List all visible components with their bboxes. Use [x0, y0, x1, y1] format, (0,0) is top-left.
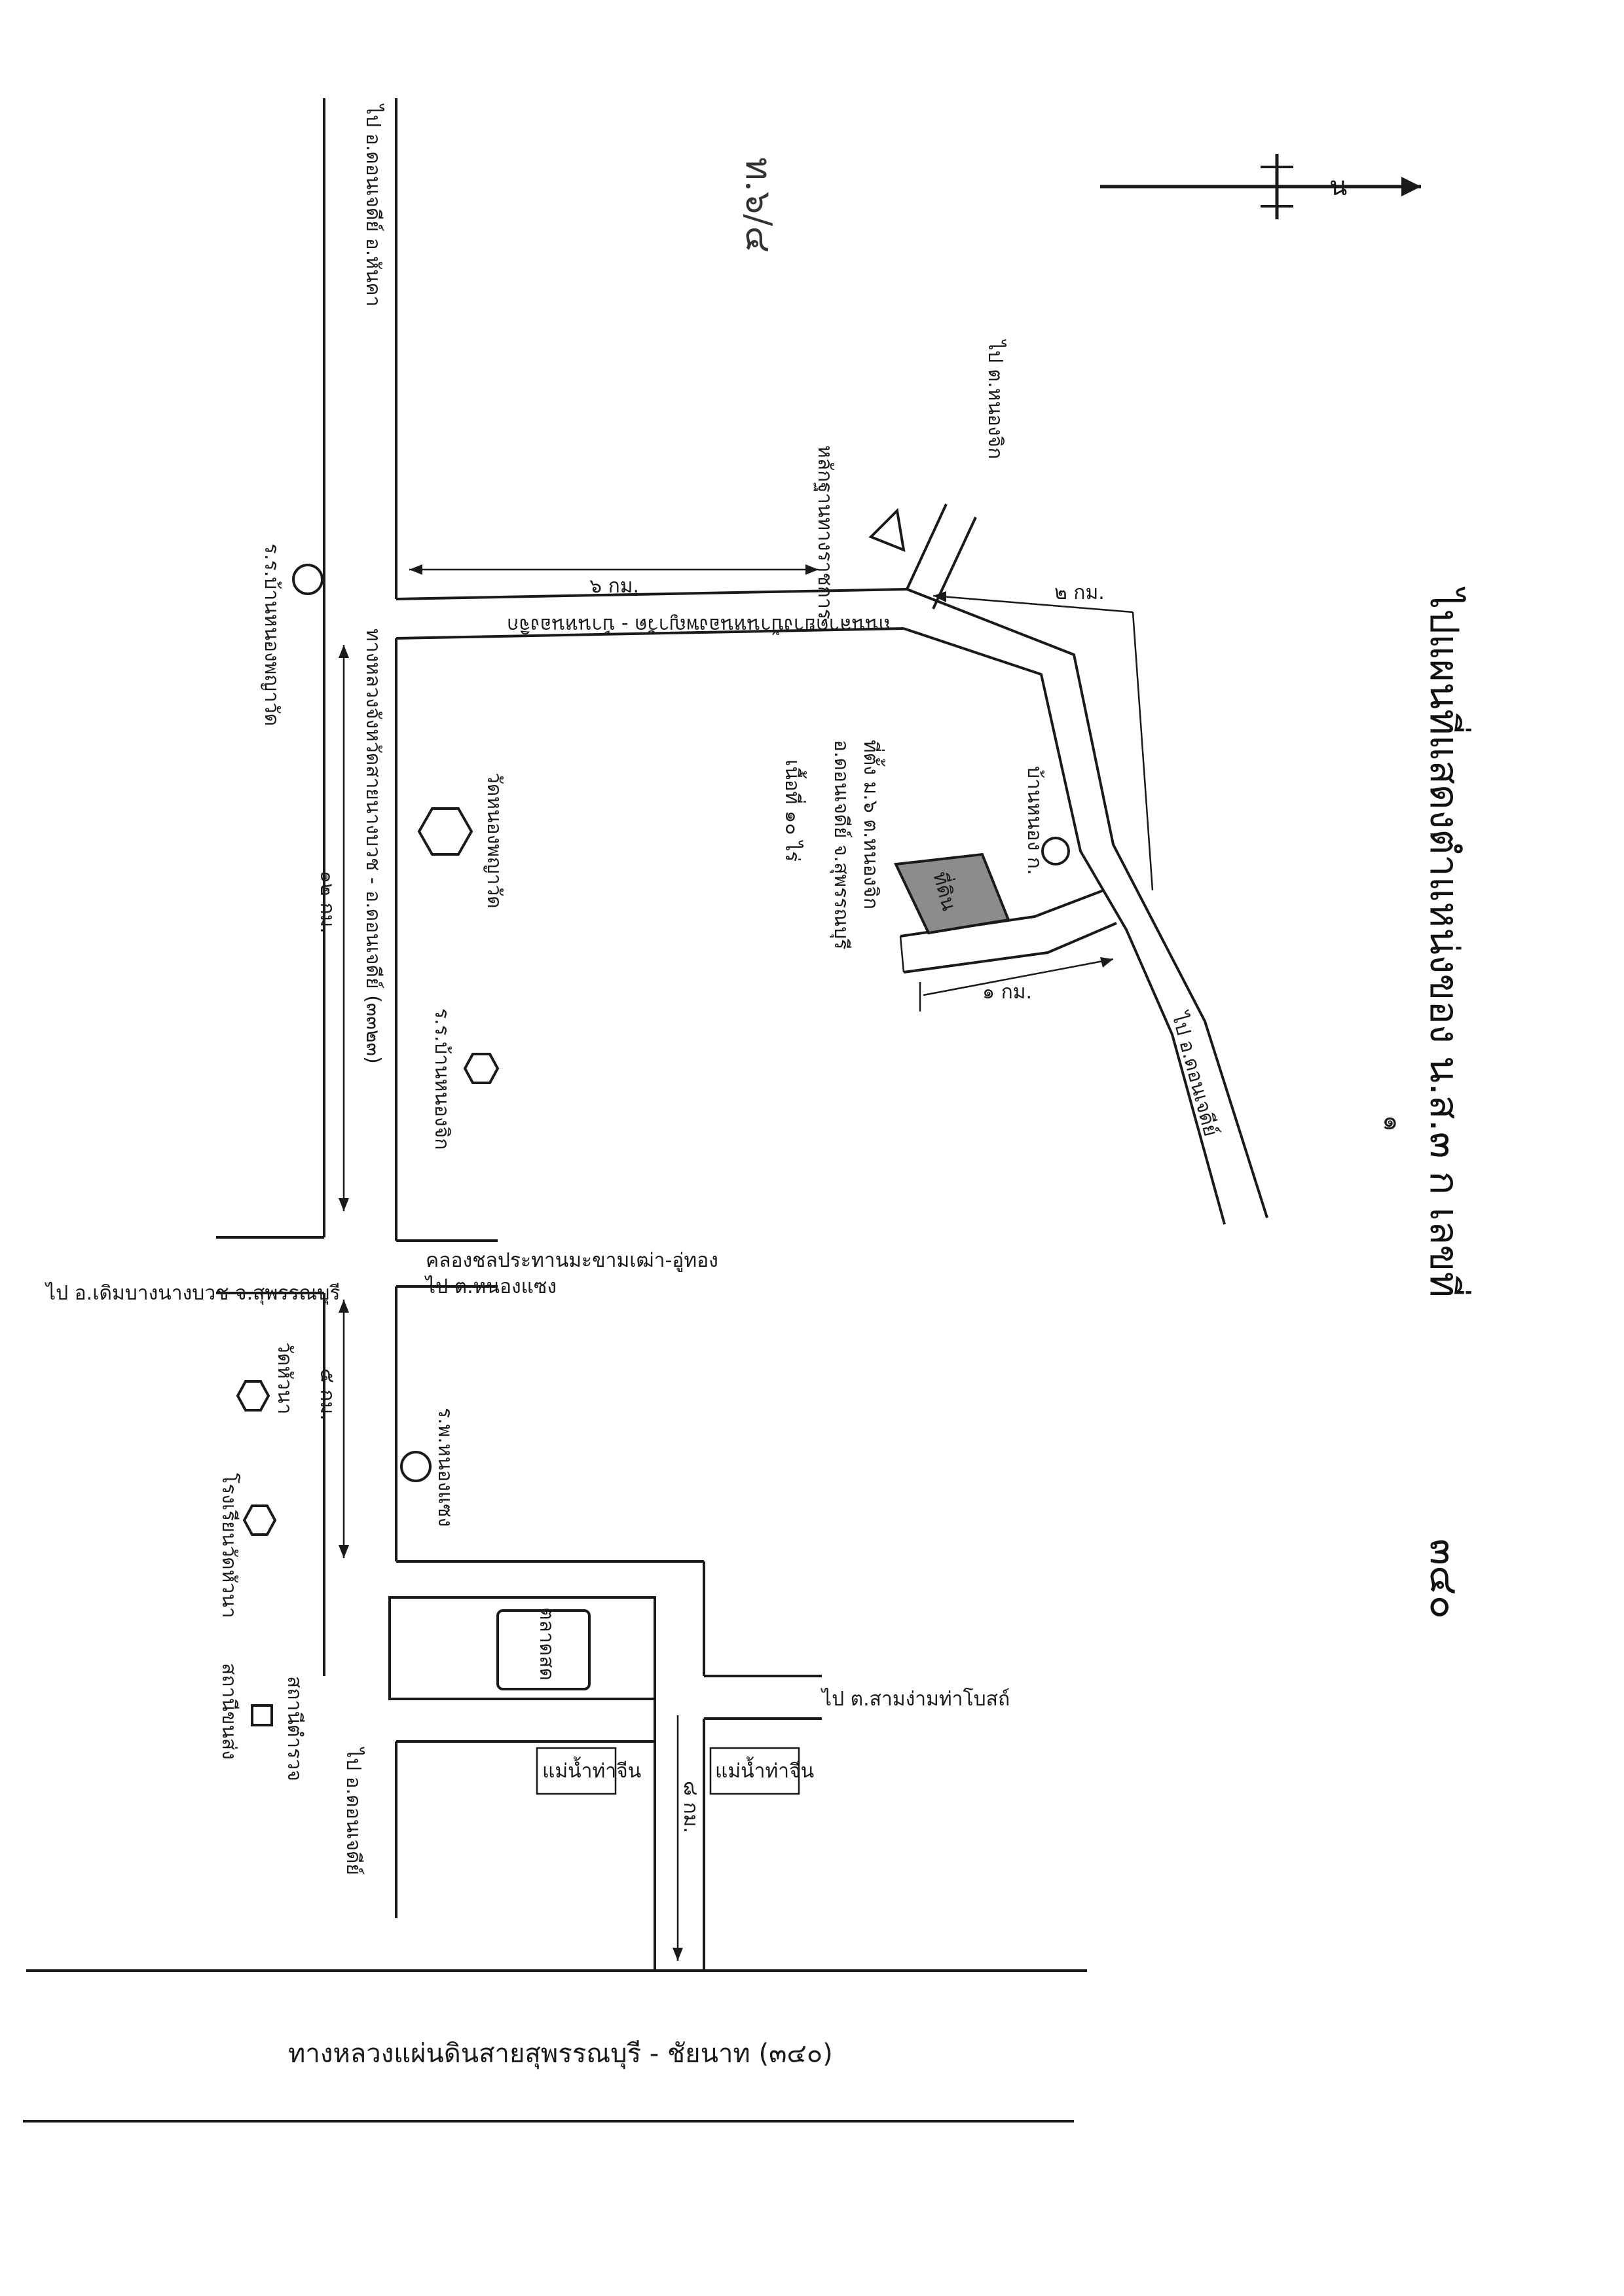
- to-top-right-label: ไป ต.หนองจิก: [984, 339, 1007, 459]
- market-box-icon: [496, 1609, 591, 1690]
- market-box-label: ตลาดสด: [535, 1607, 558, 1681]
- upper-branch-label: ถนนลาดยางบ้านหนองพญาวัด - บ้านหนองจิก: [507, 613, 891, 636]
- police-icon: [251, 1704, 273, 1726]
- police-label: สถานีตำรวจ: [283, 1676, 306, 1781]
- to-nongsaeng-label: ไป ต.หนองแซง: [424, 1275, 557, 1298]
- distance-arrows: [339, 564, 1154, 1961]
- parcel-info-3: เนื้อที่ ๑๐ ไร่: [781, 759, 807, 862]
- triangle-mark-icon: [868, 507, 906, 553]
- north-symbol: น: [1329, 172, 1347, 202]
- north-arrow-icon: [1100, 154, 1421, 219]
- handwritten-note: ท.๖/๔: [738, 157, 779, 253]
- canal-label: คลองชลประทานมะขามเฒ่า-อู่ทอง: [426, 1249, 718, 1272]
- hospital-label: ร.พ.หนองแซง: [434, 1408, 456, 1527]
- map-title-year: ๓๔๐: [1421, 1539, 1467, 1619]
- school-left-icon: [242, 1504, 277, 1536]
- distance-upper: ๖ กม.: [589, 575, 639, 598]
- lower-branch-road: [388, 1560, 822, 1971]
- to-left-district-label: ไป อ.เดิมบางนางบวช จ.สุพรรณบุรี: [45, 1281, 340, 1305]
- highway-label: ทางหลวงแผ่นดินสายสุพรรณบุรี - ชัยนาท (๓๔…: [288, 2039, 833, 2069]
- shop-left-icon: [536, 1747, 617, 1795]
- distance-lower: ๘ กม.: [679, 1781, 702, 1833]
- hospital-icon: [400, 1451, 432, 1482]
- triangle-mark-label: หลักฐานทางราชการ: [813, 445, 836, 619]
- upper-branch-road: [396, 503, 1268, 1225]
- to-district-bottom-label: ไป อ.ดอนเจดีย์: [342, 1747, 365, 1875]
- canal-road: [216, 1236, 498, 1294]
- map-title-number: ๑: [1382, 1106, 1398, 1136]
- school-middle-label: ร.ร.บ้านหนองจิก: [430, 1008, 453, 1150]
- shop-left-label: แม่น้ำท่าจีน: [542, 1757, 641, 1783]
- temple-main-icon: [417, 807, 473, 856]
- distance-main: ๑๒ กม.: [316, 871, 339, 934]
- parcel-info-2: อ.ดอนเจดีย์ จ.สุพรรณบุรี: [829, 740, 853, 949]
- school-top-icon: [292, 564, 323, 595]
- distance-parcel: ๑ กม.: [982, 981, 1032, 1004]
- distance-right: ๒ กม.: [1054, 581, 1105, 604]
- distance-left: ๕ กม.: [316, 1368, 339, 1421]
- to-market-label: ไป ต.สามง่ามท่าโบสถ์: [821, 1687, 1010, 1711]
- highway-road: [23, 1969, 1087, 2123]
- shop-right-icon: [709, 1747, 800, 1795]
- parcel-info-1: ที่ตั้ง ม.๖ ต.หนองจิก: [859, 740, 885, 909]
- to-top-left-label: ไป อ.ดอนเจดีย์ อ.หันคา: [361, 103, 385, 306]
- school-top-label: ร.ร.บ้านหนองพญาวัด: [260, 543, 283, 726]
- main-road-label: ทางหลวงจังหวัดสายนางบวช - อ.ดอนเจดีย์ (๓…: [361, 629, 384, 1064]
- circle-right-icon: [1041, 837, 1070, 866]
- school-middle-icon: [463, 1053, 500, 1084]
- temple-main-label: วัดหนองพญาวัด: [483, 773, 506, 909]
- school-left-label: โรงเรียนวัดหัวนา: [217, 1473, 241, 1618]
- land-parcel[interactable]: [893, 852, 1010, 935]
- main-vertical-road: [323, 98, 397, 1676]
- shop-right-label: แม่น้ำท่าจีน: [715, 1757, 814, 1783]
- bus-station-label: สถานีขนส่ง: [217, 1663, 240, 1760]
- circle-right-label: บ้านหนอง ก.: [1023, 766, 1046, 875]
- map-title: ไปแผนที่แสดงตำแหน่งของ น.ส.๓ ก เลขที่: [1421, 587, 1471, 1298]
- temple-left-label: วัดหัวนา: [273, 1342, 296, 1414]
- temple-left-icon: [236, 1380, 270, 1412]
